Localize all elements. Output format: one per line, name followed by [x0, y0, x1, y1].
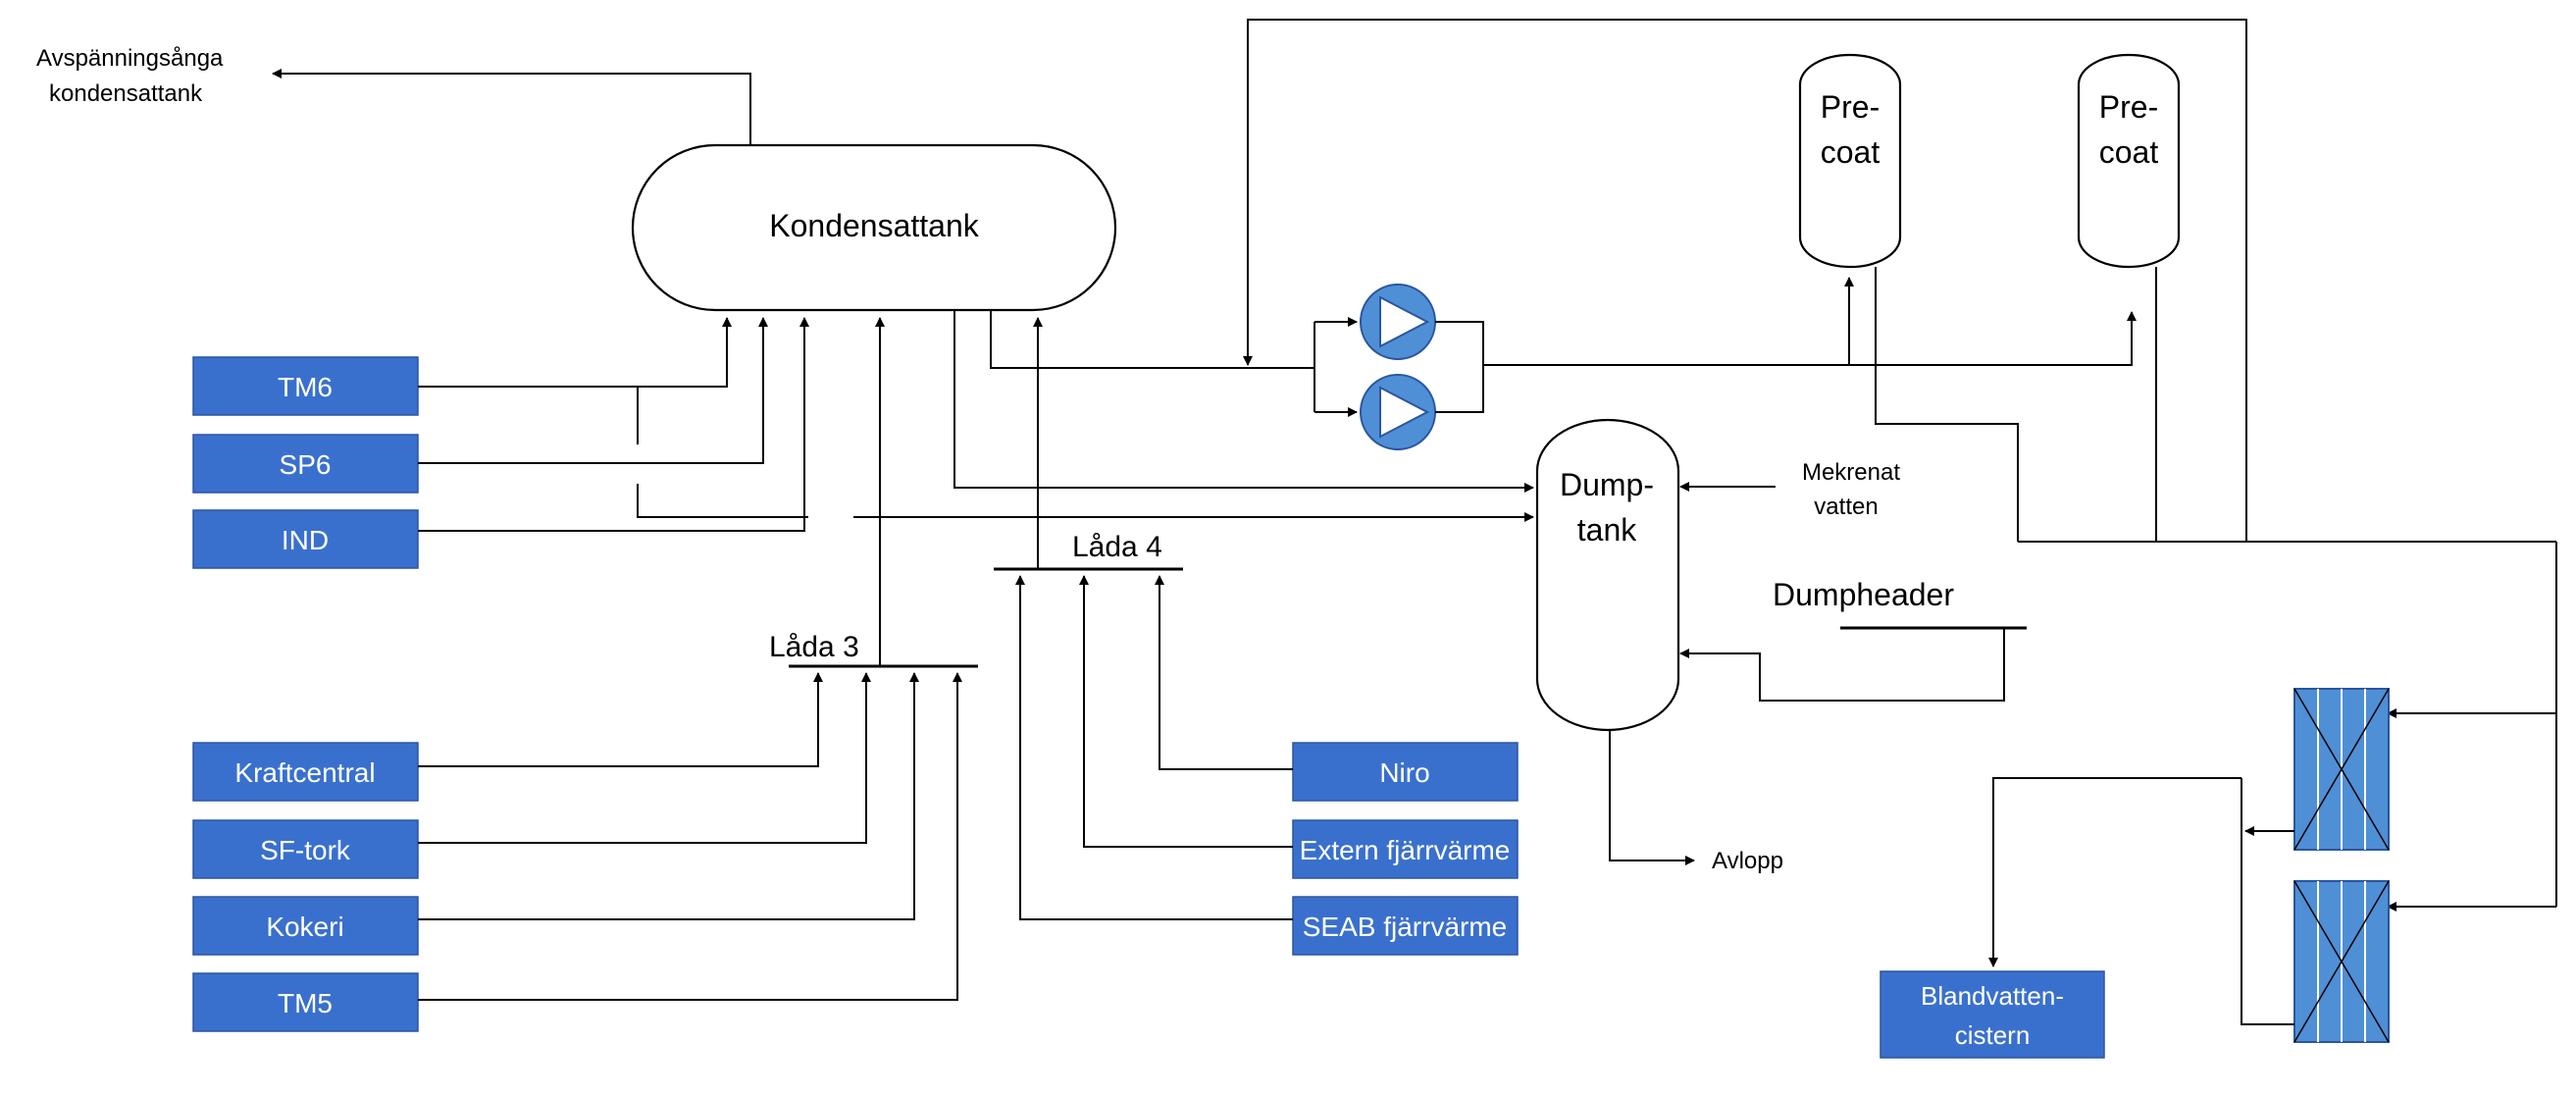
precoat-outlet-lines [1875, 267, 2557, 912]
source-box-extern [1292, 819, 1519, 879]
exhaust-line [272, 69, 751, 145]
source-box-niro [1292, 742, 1519, 802]
precoat-1-label-line1: Pre- [1821, 89, 1880, 125]
precoat-2-label-line1: Pre- [2099, 89, 2158, 125]
lada4-label: Låda 4 [1072, 531, 1162, 563]
mekrenat-label-line1: Mekrenat [1802, 459, 1900, 486]
source-label-extern: Extern fjärrvärme [1300, 835, 1511, 865]
source-label-seab: SEAB fjärrvärme [1303, 912, 1508, 942]
source-box-tm6 [192, 356, 419, 416]
pump-discharge-line [1435, 277, 2137, 413]
source-box-seab [1292, 896, 1519, 956]
source-label-tm5: TM5 [278, 988, 333, 1018]
dumptank-vessel [1535, 418, 1680, 732]
dumpheader-line [1679, 628, 2005, 702]
source-label-niro: Niro [1379, 757, 1429, 788]
source-label-kraftcentral: Kraftcentral [234, 757, 375, 788]
lada4-input-lines [1015, 575, 1293, 920]
avlopp-line [1609, 730, 1695, 865]
precoat-2-label-line2: coat [2099, 134, 2159, 170]
top-loop-line [1243, 19, 2247, 542]
kondensattank-label: Kondensattank [769, 208, 980, 243]
source-box-tm5 [192, 972, 419, 1032]
pump-2 [1360, 374, 1436, 450]
source-box-kraftcentral [192, 742, 419, 802]
tm6-sp6-ind-lines [418, 317, 809, 532]
exhaust-label-line1: Avspänningsånga [36, 45, 224, 72]
lada3-label: Låda 3 [769, 631, 859, 663]
filter-2 [2293, 880, 2390, 1043]
kondensattank-to-dumptank-lines [637, 310, 1534, 522]
source-label-sp6: SP6 [280, 449, 332, 480]
blandvattencistern-label-line1: Blandvatten- [1921, 981, 2064, 1011]
filter-1 [2293, 688, 2390, 851]
dumptank-label-line2: tank [1577, 512, 1637, 548]
mekrenat-label-line2: vatten [1814, 494, 1878, 520]
source-box-kokeri [192, 896, 419, 956]
source-label-tm6: TM6 [278, 372, 333, 402]
exhaust-label-line2: kondensattank [49, 80, 203, 107]
source-box-sf-tork [192, 819, 419, 879]
source-label-ind: IND [282, 525, 329, 555]
blandvattencistern-label-line2: cistern [1955, 1020, 2031, 1050]
filter-outlet-lines [1988, 777, 2294, 1025]
pump-suction-line [990, 310, 1358, 417]
source-label-sf-tork: SF-tork [260, 835, 351, 865]
pump-1 [1360, 284, 1436, 360]
precoat-1-label-line2: coat [1821, 134, 1880, 170]
dumptank-label-line1: Dump- [1560, 467, 1654, 502]
avlopp-label: Avlopp [1712, 848, 1783, 874]
lada3-input-lines [418, 672, 962, 1001]
source-box-sp6 [192, 434, 419, 494]
dumpheader-label: Dumpheader [1773, 577, 1954, 612]
source-box-ind [192, 509, 419, 569]
precoat-vessel-1 [1798, 53, 1902, 269]
source-label-kokeri: Kokeri [266, 912, 343, 942]
kondensattank-vessel [631, 143, 1117, 312]
blandvattencistern-box [1880, 970, 2105, 1059]
precoat-vessel-2 [2077, 53, 2181, 269]
